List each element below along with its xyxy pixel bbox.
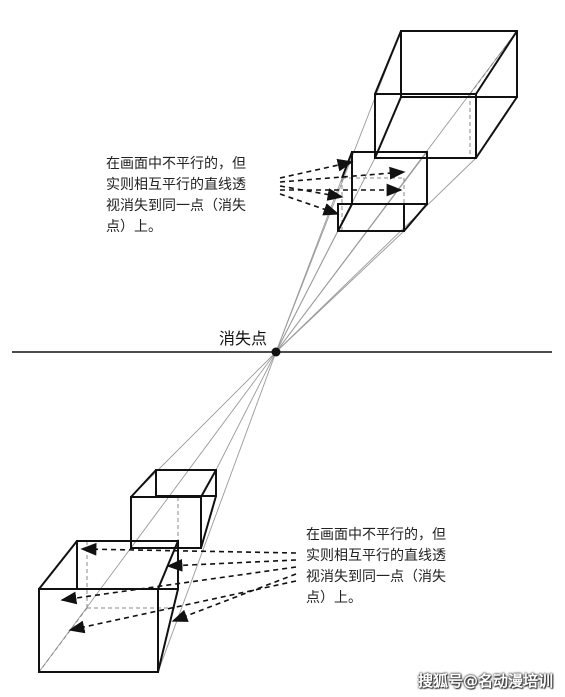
annotation-bottom: 在画面中不平行的，但 实则相互平行的直线透 视消失到同一点（消失 点）上。: [306, 525, 446, 609]
annotation-bottom-line-1: 在画面中不平行的，但: [306, 527, 446, 543]
top-large-box: [374, 30, 518, 159]
annotation-bottom-line-2: 实则相互平行的直线透: [306, 548, 446, 564]
vanishing-point-label: 消失点: [219, 329, 268, 348]
top-dashed-arrows: [279, 158, 406, 216]
watermark-text: 搜狐号@名动漫培训: [417, 672, 553, 690]
annotation-bottom-line-3: 视消失到同一点（消失: [306, 569, 446, 585]
bottom-small-box: [130, 469, 217, 549]
annotation-top-line-2: 实则相互平行的直线透: [106, 177, 246, 193]
top-small-box: [337, 151, 428, 232]
bottom-large-box: [38, 540, 179, 673]
converging-guide-lines: [38, 30, 518, 673]
annotation-top-line-4: 点）上。: [106, 219, 162, 235]
annotation-top: 在画面中不平行的，但 实则相互平行的直线透 视消失到同一点（消失 点）上。: [106, 154, 246, 238]
annotation-top-line-1: 在画面中不平行的，但: [106, 156, 246, 172]
bottom-dashed-arrows: [60, 542, 297, 634]
vanishing-point-dot: [271, 347, 281, 357]
annotation-top-line-3: 视消失到同一点（消失: [106, 198, 246, 214]
annotation-bottom-line-4: 点）上。: [306, 590, 362, 606]
